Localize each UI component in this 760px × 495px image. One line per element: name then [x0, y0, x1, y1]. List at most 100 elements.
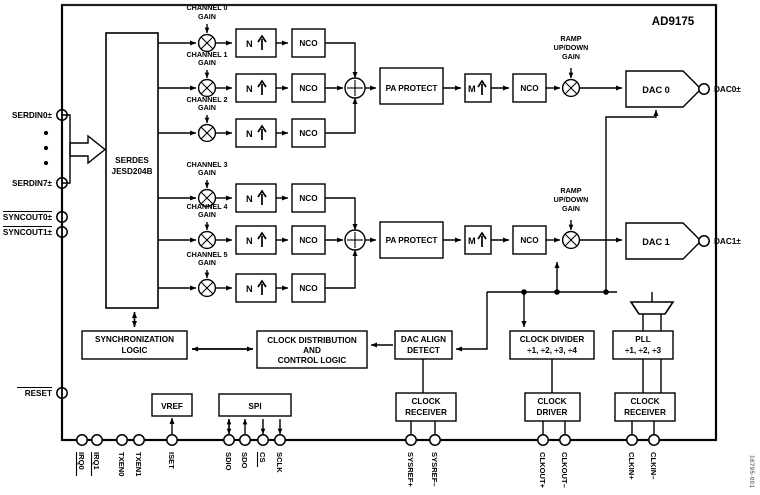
spi-label: SPI — [248, 402, 261, 411]
pin-irq0[interactable] — [76, 434, 88, 446]
nco-dac1[interactable] — [512, 225, 547, 255]
cr-sysref-l1: CLOCK — [411, 397, 440, 406]
label-channel2-gain-l1: CHANNEL 2 — [186, 95, 227, 104]
label-ramp0-l2: UP/DOWN — [554, 43, 589, 52]
block-pa-protect-0[interactable] — [379, 67, 444, 105]
serdes-input-bus-arrow — [69, 134, 107, 165]
pin-clkin-n[interactable] — [648, 434, 660, 446]
dac0-chain: PA PROTECT M NCO RAMP UP/DOWN GAIN DAC 0 — [365, 34, 702, 108]
block-clock-receiver-clkin[interactable] — [614, 392, 676, 422]
pin-label-clkout-p: CLKOUT+ — [538, 452, 547, 489]
channel-2-path: CHANNEL 2 GAIN N NCO — [158, 95, 358, 148]
label-channel4-gain-l2: GAIN — [198, 210, 216, 219]
pin-label-clkout-n: CLKOUT– — [560, 452, 569, 488]
nco-ch1[interactable] — [291, 73, 326, 103]
pll-l2: ÷1, ÷2, ÷3 — [625, 346, 662, 355]
pin-clkin-p[interactable] — [626, 434, 638, 446]
pin-dac1-out[interactable] — [698, 235, 710, 247]
pin-sysref-n[interactable] — [429, 434, 441, 446]
up-arrow-icon — [257, 231, 267, 247]
pin-label-clkin-p: CLKIN+ — [627, 452, 636, 480]
block-dac1[interactable] — [625, 222, 702, 260]
channel-4-path: CHANNEL 4 GAIN N NCO — [158, 202, 344, 255]
label-ramp1-l1: RAMP — [560, 186, 581, 195]
pin-txen0[interactable] — [116, 434, 128, 446]
pin-iset[interactable] — [166, 434, 178, 446]
nco-ch5[interactable] — [291, 273, 326, 303]
pin-sysref-p[interactable] — [405, 434, 417, 446]
serdin-bracket — [62, 114, 71, 184]
pin-label-irq1: IRQ1 — [92, 452, 101, 471]
up-arrow-icon — [257, 124, 267, 140]
cr-clkin-l2: RECEIVER — [624, 408, 666, 417]
up-arrow-icon — [257, 79, 267, 95]
interpolator-n-ch4[interactable] — [235, 225, 277, 255]
interpolator-n-ch3[interactable] — [235, 183, 277, 213]
nco-ch4[interactable] — [291, 225, 326, 255]
interpolator-n-ch1[interactable] — [235, 73, 277, 103]
m-label-0: M — [468, 84, 476, 94]
channel-5-path: CHANNEL 5 GAIN N NCO — [158, 249, 358, 303]
m-label-1: M — [468, 236, 476, 246]
nco-dac0[interactable] — [512, 73, 547, 103]
block-vref[interactable] — [151, 393, 193, 417]
pin-label-iset: ISET — [167, 452, 176, 469]
nco-label-ch3: NCO — [299, 194, 318, 203]
block-clock-receiver-sysref[interactable] — [395, 392, 457, 422]
block-clock-distribution[interactable] — [256, 330, 368, 369]
pin-irq1[interactable] — [91, 434, 103, 446]
channel-1-path: CHANNEL 1 GAIN N NCO — [158, 50, 344, 103]
dac0-label: DAC 0 — [642, 85, 670, 95]
clock-dist-l3: CONTROL LOGIC — [278, 356, 347, 365]
clock-to-dac-align — [455, 292, 488, 352]
left-pin-group: SERDIN0± SERDIN7± SYNCOUT0± SYNCOUT1± RE… — [3, 109, 71, 399]
clock-divider-l2: ÷1, ÷2, ÷3, ÷4 — [527, 346, 577, 355]
cd-l2: DRIVER — [537, 408, 568, 417]
pin-sdio[interactable] — [223, 434, 235, 446]
pin-sdo[interactable] — [239, 434, 251, 446]
dac1-chain: PA PROTECT M NCO RAMP UP/DOWN GAIN DAC 1 — [365, 186, 702, 260]
pin-label-sysref-p: SYSREF+ — [406, 452, 415, 487]
clock-dist-l1: CLOCK DISTRIBUTION — [267, 336, 357, 345]
label-channel0-gain-l2: GAIN — [198, 12, 216, 21]
block-serdes[interactable] — [105, 32, 159, 309]
interp-label-ch2: N — [246, 129, 253, 139]
sync-logic-l2: LOGIC — [122, 346, 148, 355]
block-sync-logic[interactable] — [81, 330, 188, 360]
pin-label-serdin7: SERDIN7± — [12, 179, 52, 188]
nco-label-dac1: NCO — [520, 236, 539, 245]
block-dac0[interactable] — [625, 70, 702, 108]
label-channel1-gain-l1: CHANNEL 1 — [186, 50, 227, 59]
nco-label-dac0: NCO — [520, 84, 539, 93]
nco-label-ch2: NCO — [299, 129, 318, 138]
block-clock-driver[interactable] — [524, 392, 581, 422]
label-channel3-gain-l2: GAIN — [198, 168, 216, 177]
label-channel4-gain-l1: CHANNEL 4 — [186, 202, 227, 211]
interpolator-n-ch5[interactable] — [235, 273, 277, 303]
pin-clkout-n[interactable] — [559, 434, 571, 446]
up-arrow-icon — [257, 279, 267, 295]
interpolator-m-1[interactable] — [464, 225, 492, 255]
pin-sclk[interactable] — [274, 434, 286, 446]
nco-label-ch4: NCO — [299, 236, 318, 245]
nco-ch3[interactable] — [291, 183, 326, 213]
pa-protect-label-0: PA PROTECT — [386, 84, 438, 93]
pin-clkout-p[interactable] — [537, 434, 549, 446]
pin-txen1[interactable] — [133, 434, 145, 446]
nco-ch0[interactable] — [291, 28, 326, 58]
pin-cs[interactable] — [257, 434, 269, 446]
pin-dac0-out[interactable] — [698, 83, 710, 95]
block-pll[interactable] — [612, 330, 674, 360]
interpolator-m-0[interactable] — [464, 73, 492, 103]
channel-0-path: CHANNEL 0 GAIN N NCO — [158, 3, 358, 79]
block-spi[interactable] — [218, 393, 292, 417]
interpolator-n-ch0[interactable] — [235, 28, 277, 58]
cr-sysref-l2: RECEIVER — [405, 408, 447, 417]
interp-label-ch4: N — [246, 236, 253, 246]
clock-dist-l2: AND — [303, 346, 321, 355]
interpolator-n-ch2[interactable] — [235, 118, 277, 148]
pll-l1: PLL — [635, 335, 650, 344]
clock-mux[interactable] — [629, 301, 675, 315]
vref-label: VREF — [161, 402, 183, 411]
pin-label-txen0: TXEN0 — [117, 452, 126, 476]
